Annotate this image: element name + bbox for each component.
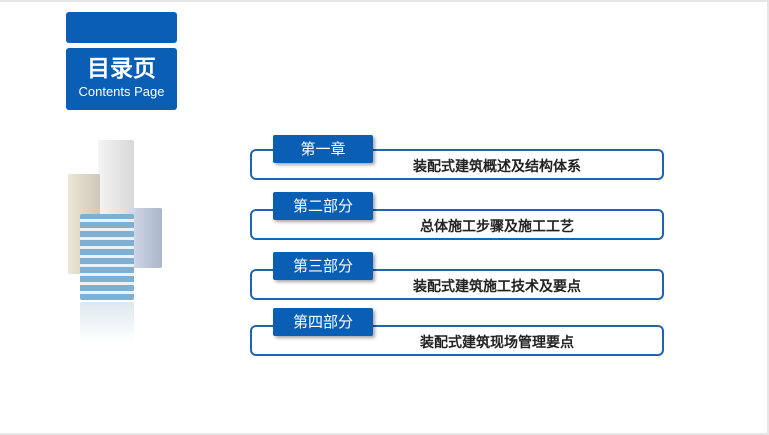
toc-label-2[interactable]: 第二部分	[273, 192, 373, 220]
toc-item-text: 装配式建筑概述及结构体系	[413, 159, 581, 175]
toc-item-1[interactable]: 装配式建筑概述及结构体系	[250, 149, 664, 180]
toc-item-text: 总体施工步骤及施工工艺	[420, 219, 574, 235]
header-bar	[66, 12, 177, 43]
toc-item-2[interactable]: 总体施工步骤及施工工艺	[250, 209, 664, 240]
toc-label-1[interactable]: 第一章	[273, 135, 373, 163]
page-subtitle: Contents Page	[78, 84, 165, 99]
toc-item-text: 装配式建筑施工技术及要点	[413, 279, 581, 295]
toc-label-4[interactable]: 第四部分	[273, 308, 373, 336]
toc-item-4[interactable]: 装配式建筑现场管理要点	[250, 325, 664, 356]
toc-item-3[interactable]: 装配式建筑施工技术及要点	[250, 269, 664, 300]
toc-item-text: 装配式建筑现场管理要点	[420, 335, 574, 351]
title-box: 目录页 Contents Page	[66, 48, 177, 110]
page-title: 目录页	[87, 56, 156, 82]
toc-label-3[interactable]: 第三部分	[273, 252, 373, 280]
